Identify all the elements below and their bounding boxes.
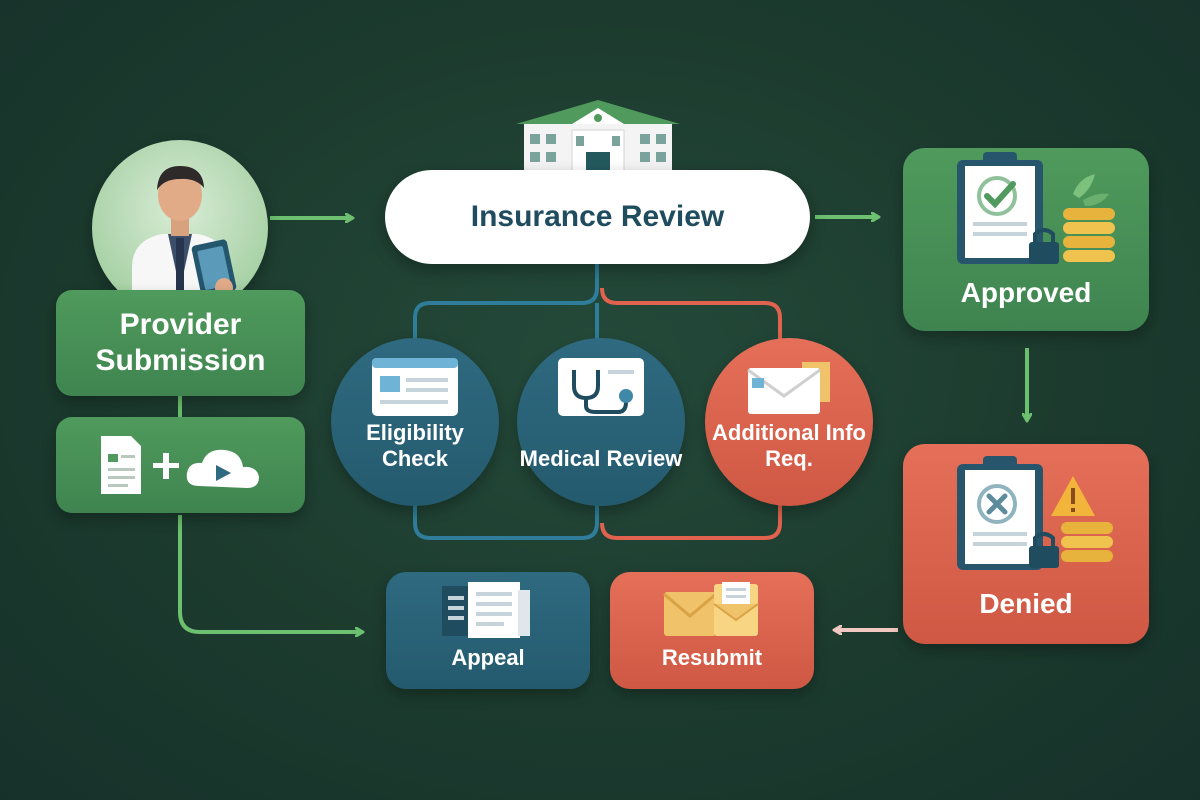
denied-label: Denied xyxy=(979,588,1073,619)
id-card-icon xyxy=(372,358,458,416)
appeal-label: Appeal xyxy=(451,645,525,670)
clipboard-check-coins-icon xyxy=(957,152,1115,264)
additional-info-label: Additional Info Req. xyxy=(712,420,866,471)
eligibility-check-node: Eligibility Check xyxy=(331,338,499,506)
envelopes-icon xyxy=(663,582,759,636)
attachments-card xyxy=(56,417,305,513)
provider-submission-card: Provider Submission xyxy=(56,290,305,396)
clipboard-x-warning-icon xyxy=(957,456,1113,570)
additional-info-node: Additional Info Req. xyxy=(705,338,873,506)
documents-icon xyxy=(442,582,530,638)
medical-review-label: Medical Review xyxy=(519,446,683,471)
approved-node: Approved xyxy=(903,148,1149,331)
stethoscope-icon xyxy=(558,358,644,416)
document-plus-cloud-icon xyxy=(100,436,259,494)
approved-label: Approved xyxy=(960,277,1092,308)
eligibility-check-label: Eligibility Check xyxy=(366,420,464,471)
medical-review-node: Medical Review xyxy=(517,338,685,506)
appeal-node: Appeal xyxy=(386,572,590,689)
resubmit-label: Resubmit xyxy=(661,645,763,670)
denied-node: Denied xyxy=(903,444,1149,644)
provider-submission-label: Provider Submission xyxy=(95,308,266,377)
insurance-review-node: Insurance Review xyxy=(385,170,810,264)
edge-provider-to-appeal xyxy=(178,515,362,632)
insurance-review-label: Insurance Review xyxy=(470,200,725,233)
envelope-icon xyxy=(747,362,830,414)
resubmit-node: Resubmit xyxy=(610,572,814,689)
